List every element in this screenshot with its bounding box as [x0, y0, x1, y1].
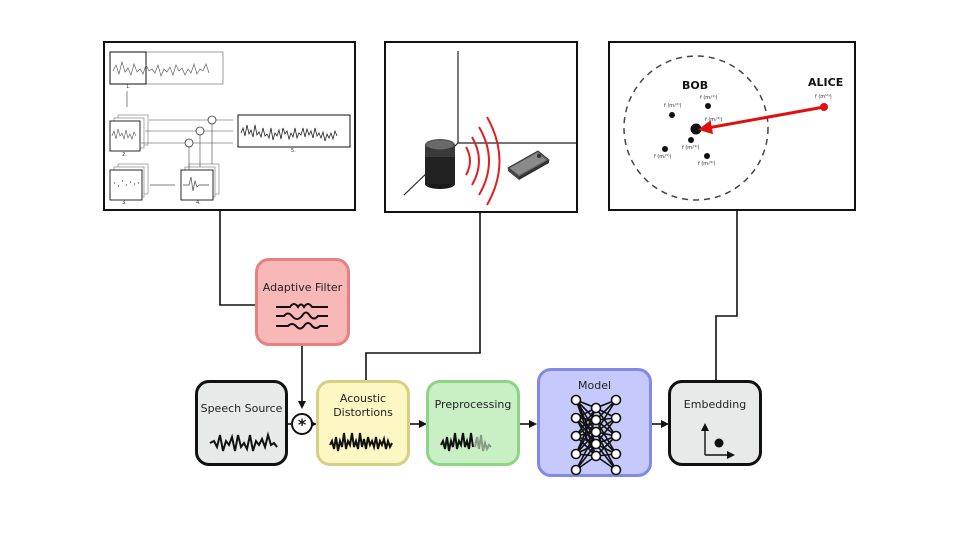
speech-source-node: Speech Source: [195, 380, 288, 466]
speaker-region-boundary: [623, 55, 769, 201]
preprocessing-node: Preprocessing: [426, 380, 520, 466]
embedding-node: Embedding: [668, 380, 762, 466]
alice-to-bob-arrow: [698, 105, 825, 135]
distorted-waveform-icon: [329, 432, 393, 452]
speech-waveform-icon: [209, 431, 278, 452]
bob-point-5: [704, 153, 710, 159]
bob-label: BOB: [682, 79, 709, 92]
alice-point-label: f (m⁽ᴬ⁾): [815, 94, 832, 100]
adaptive-filter-node: Adaptive Filter: [255, 258, 350, 346]
step-2-label: 2.: [122, 152, 127, 158]
filter-waves-icon: [276, 303, 328, 330]
smart-speaker-icon: [425, 139, 455, 189]
phone-icon: [507, 150, 550, 180]
acoustic-distortions-label-line1: Acoustic: [339, 392, 387, 405]
connector-distortion-panel: [365, 212, 481, 380]
step-4-label: 4.: [196, 200, 201, 206]
model-node: Model: [537, 368, 652, 477]
filter-illustration-panel: 1. 2. 3. 4. 5.: [103, 41, 356, 211]
bob-point-label-4: f (mᵢ⁽⁴⁾): [682, 145, 700, 151]
model-label: Model: [577, 379, 612, 392]
preprocessing-label: Preprocessing: [434, 398, 512, 411]
convolution-symbol: *: [297, 415, 307, 434]
sound-waves-icon: [465, 116, 501, 206]
alice-label: ALICE: [808, 76, 844, 89]
bob-point-label-3: f (mᵢ⁽³⁾): [705, 117, 723, 123]
embedding-axes-icon: [701, 423, 735, 459]
bob-point-label-2: f (mᵢ⁽²⁾): [664, 103, 682, 109]
adaptive-filter-label: Adaptive Filter: [262, 281, 343, 294]
connector-filter-panel: [219, 210, 256, 306]
preprocessed-waveform-icon: [440, 432, 492, 452]
embedding-space-panel: BOB ALICE f (m⁽ᴬ⁾) f (mᵢ⁽¹⁾) f (mᵢ⁽²⁾) f…: [608, 41, 856, 211]
distortion-illustration-panel: [384, 41, 578, 213]
speech-source-label: Speech Source: [200, 402, 283, 415]
embedding-label: Embedding: [683, 398, 747, 411]
acoustic-distortions-node: Acoustic Distortions: [316, 380, 410, 466]
bob-point-4: [662, 146, 668, 152]
embedding-space-plot: [623, 55, 828, 201]
bob-point-label-6: f (mᵢ⁽⁶⁾): [698, 161, 716, 167]
acoustic-distortions-label-line2: Distortions: [333, 406, 393, 419]
bob-point-1: [705, 103, 711, 109]
step-3-label: 3.: [122, 200, 127, 206]
filter-illustration: [109, 51, 351, 201]
distortion-illustration: [403, 51, 576, 206]
connector-embedding-panel: [715, 210, 738, 380]
step5-signal: [240, 124, 338, 142]
step1-signal: [112, 60, 210, 78]
convolution-operator: *: [291, 413, 313, 435]
neural-network-icon: [570, 394, 622, 476]
step-1-label: 1.: [126, 84, 131, 90]
bob-point-3: [688, 137, 694, 143]
bob-point-2: [669, 112, 675, 118]
bob-point-label-1: f (mᵢ⁽¹⁾): [700, 95, 718, 101]
step-5-label: 5.: [291, 148, 296, 154]
bob-centroid: [690, 123, 702, 135]
bob-point-label-5: f (mᵢ⁽⁵⁾): [654, 154, 672, 160]
